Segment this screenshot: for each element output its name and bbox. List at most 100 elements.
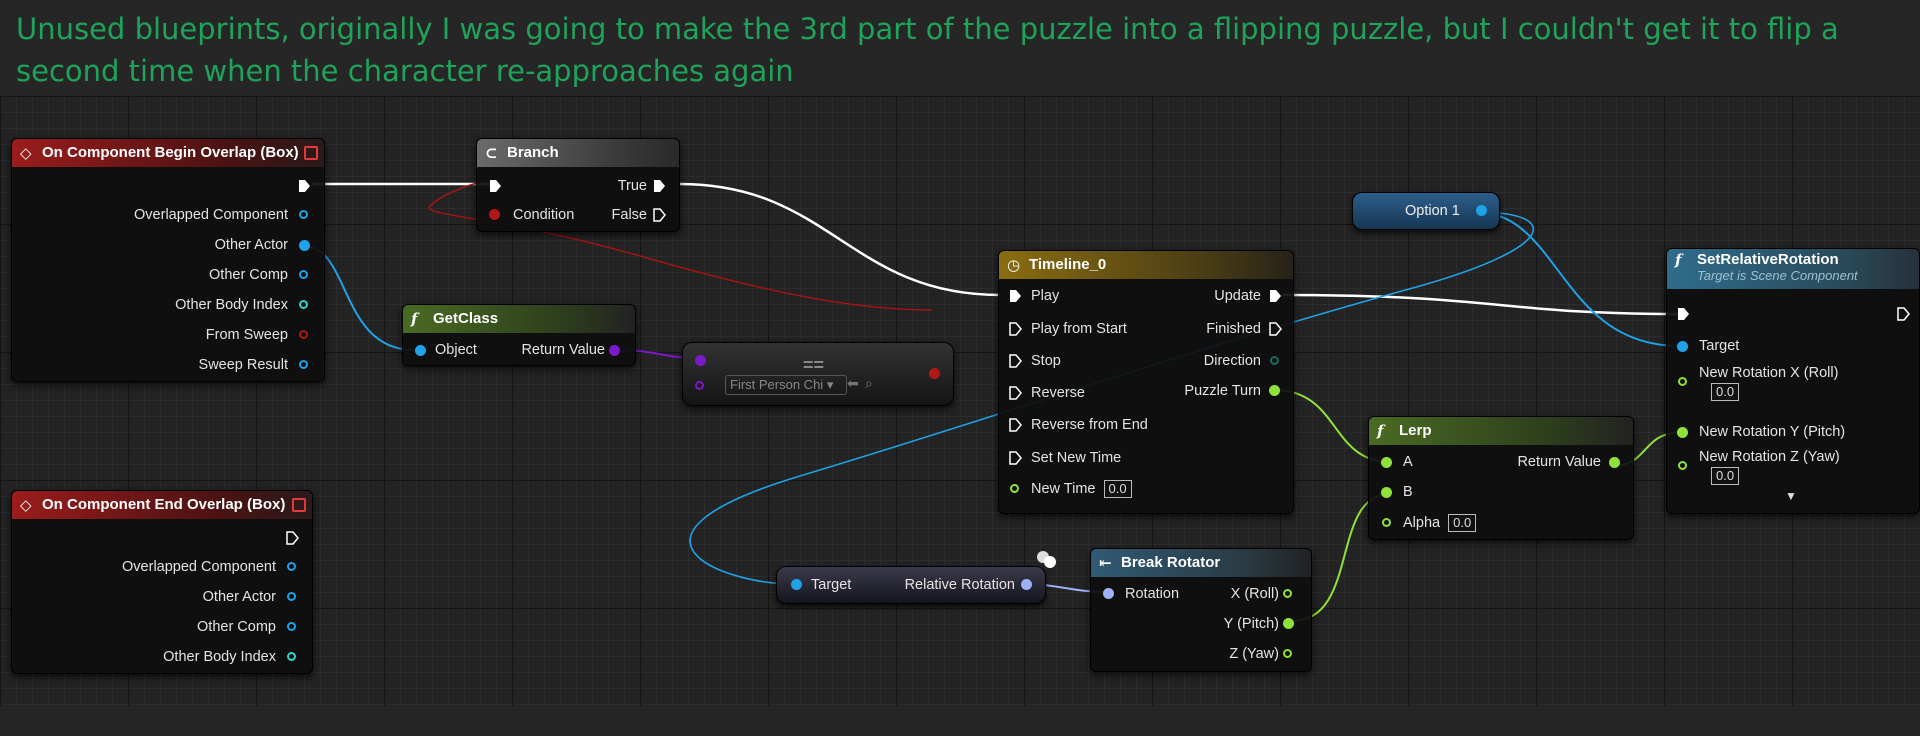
roll-field[interactable]: 0.0 — [1711, 383, 1740, 401]
end-overlap-node[interactable]: ◇ On Component End Overlap (Box) Overlap… — [11, 490, 313, 674]
object-pin[interactable] — [287, 562, 296, 571]
node-title: On Component End Overlap (Box) — [42, 496, 286, 513]
float-pin[interactable] — [1678, 377, 1687, 386]
exec-in-pin[interactable] — [1009, 451, 1022, 465]
exec-out-pin[interactable] — [1897, 307, 1910, 321]
wire-exec-true-play — [679, 182, 1001, 297]
branch-node[interactable]: ⊂ Branch True Condition False — [476, 138, 680, 232]
object-pin[interactable] — [415, 345, 426, 356]
target-label: Target — [811, 577, 852, 593]
bool-pin[interactable] — [929, 368, 940, 379]
pin-label: Other Comp — [209, 267, 288, 283]
exec-finished-pin[interactable] — [1269, 322, 1282, 336]
alpha-field[interactable]: 0.0 — [1448, 514, 1477, 533]
timeline-node[interactable]: ◷ Timeline_0 Play Play from Start Stop R… — [998, 250, 1294, 514]
yaw-field[interactable]: 0.0 — [1711, 467, 1740, 485]
float-pin[interactable] — [1678, 461, 1687, 470]
getclass-object-label: Object — [435, 342, 477, 358]
float-pin[interactable] — [1609, 457, 1620, 468]
set-relative-rotation-node[interactable]: f SetRelativeRotation Target is Scene Co… — [1666, 248, 1920, 514]
begin-overlap-node[interactable]: ◇ On Component Begin Overlap (Box) Overl… — [11, 138, 325, 382]
lerp-b-label: B — [1403, 484, 1413, 500]
pin-label: Overlapped Component — [122, 559, 276, 575]
pin-label: Other Actor — [214, 237, 288, 253]
pin-label: Other Actor — [202, 589, 276, 605]
pin-label: Other Body Index — [163, 649, 276, 665]
exec-in-pin[interactable] — [1009, 386, 1022, 400]
split-icon: ⇤ — [1099, 554, 1112, 572]
branch-icon: ⊂ — [485, 144, 498, 162]
bool-pin[interactable] — [489, 209, 500, 220]
class-pin[interactable] — [695, 381, 704, 390]
getclass-node[interactable]: f GetClass Object Return Value — [402, 304, 636, 366]
float-pin[interactable] — [1283, 589, 1292, 598]
float-pin[interactable] — [1283, 618, 1294, 629]
timeline-input-label: Play from Start — [1031, 321, 1127, 337]
object-pin[interactable] — [791, 579, 802, 590]
comment-bubble-icon[interactable] — [1036, 550, 1058, 570]
arrow-left-icon[interactable]: ⬅ — [847, 375, 859, 391]
node-title: GetClass — [433, 310, 499, 327]
set-z-label: New Rotation Z (Yaw) — [1699, 449, 1840, 465]
delegate-pin-icon[interactable] — [304, 146, 318, 160]
float-pin[interactable] — [1677, 427, 1688, 438]
search-icon[interactable]: ⌕ — [865, 375, 873, 391]
timeline-output-label: Finished — [1206, 321, 1261, 337]
object-pin[interactable] — [299, 270, 308, 279]
int-pin[interactable] — [299, 300, 308, 309]
rotator-pin[interactable] — [1021, 579, 1032, 590]
lerp-return-label: Return Value — [1517, 454, 1601, 470]
enum-pin[interactable] — [1270, 356, 1279, 365]
struct-pin[interactable] — [299, 360, 308, 369]
class-pin[interactable] — [609, 345, 620, 356]
float-pin[interactable] — [1382, 518, 1391, 527]
object-pin[interactable] — [1677, 341, 1688, 352]
float-pin[interactable] — [1381, 457, 1392, 468]
option-1-variable[interactable]: Option 1 — [1352, 192, 1500, 230]
object-pin[interactable] — [299, 240, 310, 251]
class-select[interactable]: First Person Chi ▾ — [725, 375, 847, 395]
break-output-label: Z (Yaw) — [1229, 646, 1279, 662]
timeline-output-label: Puzzle Turn — [1184, 383, 1261, 399]
exec-update-pin[interactable] — [1269, 289, 1282, 303]
equal-class-node[interactable]: == First Person Chi ▾ ⬅ ⌕ — [682, 342, 954, 406]
int-pin[interactable] — [287, 652, 296, 661]
exec-in-pin[interactable] — [1009, 418, 1022, 432]
float-pin[interactable] — [1381, 487, 1392, 498]
exec-in-pin[interactable] — [1009, 354, 1022, 368]
timeline-newtime-row: New Time 0.0 — [1031, 479, 1132, 499]
pin-label: Overlapped Component — [134, 207, 288, 223]
exec-play-pin[interactable] — [1009, 289, 1022, 303]
timeline-input-label: New Time — [1031, 481, 1096, 497]
class-select-value: First Person Chi — [730, 377, 824, 392]
float-pin[interactable] — [1269, 385, 1280, 396]
exec-in-pin[interactable] — [1677, 307, 1690, 321]
clock-icon: ◷ — [1007, 256, 1021, 274]
exec-true-pin[interactable] — [653, 179, 666, 193]
exec-out-pin[interactable] — [286, 531, 299, 545]
exec-in-pin[interactable] — [1009, 322, 1022, 336]
exec-out-pin[interactable] — [298, 179, 311, 193]
exec-false-pin[interactable] — [653, 208, 666, 222]
float-pin[interactable] — [1283, 649, 1292, 658]
expand-arrow-icon[interactable]: ▼ — [1785, 489, 1797, 503]
bool-pin[interactable] — [299, 330, 308, 339]
node-title: On Component Begin Overlap (Box) — [42, 144, 299, 161]
delegate-pin-icon[interactable] — [292, 498, 306, 512]
timeline-input-label: Stop — [1031, 353, 1061, 369]
class-pin[interactable] — [695, 355, 706, 366]
exec-in-pin[interactable] — [489, 179, 502, 193]
rotator-pin[interactable] — [1103, 588, 1114, 599]
wire-bool-condition — [428, 180, 933, 311]
object-pin[interactable] — [299, 210, 308, 219]
new-time-field[interactable]: 0.0 — [1103, 480, 1132, 499]
float-pin[interactable] — [1010, 484, 1019, 493]
get-relative-rotation-node[interactable]: Target Relative Rotation — [776, 566, 1046, 604]
object-pin[interactable] — [1476, 205, 1487, 216]
lerp-node[interactable]: f Lerp A Return Value B Alpha 0.0 — [1368, 416, 1634, 540]
object-pin[interactable] — [287, 622, 296, 631]
break-rotator-node[interactable]: ⇤ Break Rotator Rotation X (Roll) Y (Pit… — [1090, 548, 1312, 672]
object-pin[interactable] — [287, 592, 296, 601]
blueprint-graph[interactable]: ◇ On Component Begin Overlap (Box) Overl… — [0, 96, 1920, 706]
set-rel-rot-header: f SetRelativeRotation Target is Scene Co… — [1667, 249, 1919, 289]
